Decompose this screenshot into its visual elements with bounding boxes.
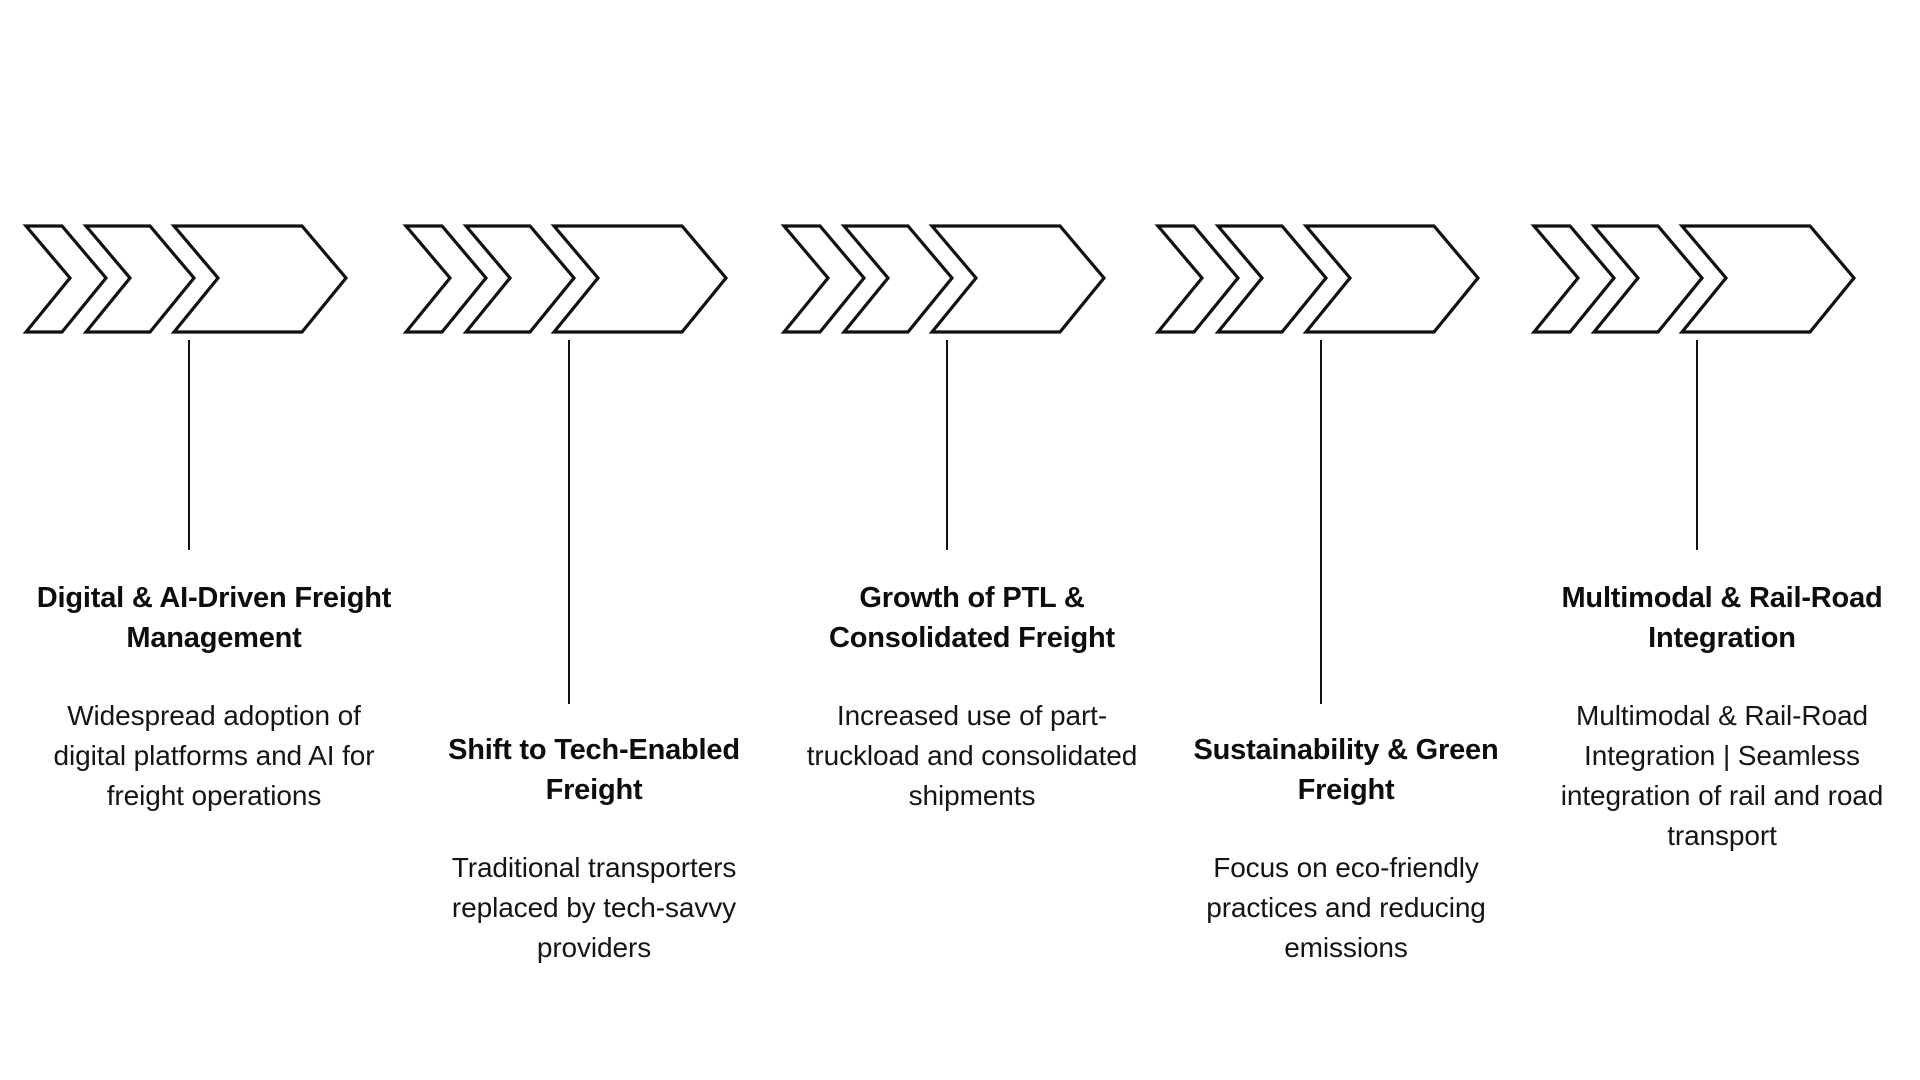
spacer [786, 658, 1158, 696]
chevron-group-2 [402, 224, 784, 334]
stage-3: Growth of PTL & Consolidated Freight Inc… [780, 0, 1162, 1080]
triple-chevron-right-icon [780, 224, 1107, 334]
stage-description: Widespread adoption of digital platforms… [53, 700, 375, 811]
triple-chevron-right-icon [402, 224, 729, 334]
triple-chevron-right-icon [22, 224, 349, 334]
text-block-5: Multimodal & Rail-Road Integration Multi… [1532, 578, 1912, 856]
stage-title: Multimodal & Rail-Road Integration [1561, 582, 1883, 654]
stage-title: Digital & AI-Driven Freight Management [36, 582, 392, 654]
spacer [1536, 658, 1908, 696]
chevron-group-1 [22, 224, 404, 334]
stage-description: Multimodal & Rail-Road Integration | Sea… [1560, 700, 1884, 851]
spacer [28, 658, 400, 696]
connector-line-2 [568, 340, 570, 704]
stage-title: Shift to Tech-Enabled Freight [448, 734, 740, 806]
stage-4: Sustainability & Green Freight Focus on … [1154, 0, 1536, 1080]
stage-2: Shift to Tech-Enabled Freight Traditiona… [402, 0, 784, 1080]
connector-line-1 [188, 340, 190, 550]
text-block-2: Shift to Tech-Enabled Freight Traditiona… [404, 730, 784, 968]
chevron-group-5 [1530, 224, 1912, 334]
text-block-3: Growth of PTL & Consolidated Freight Inc… [782, 578, 1162, 816]
stage-description: Increased use of part-truckload and cons… [806, 700, 1138, 811]
chevron-group-4 [1154, 224, 1536, 334]
connector-line-3 [946, 340, 948, 550]
text-block-1: Digital & AI-Driven Freight Management W… [24, 578, 404, 816]
stage-description: Traditional transporters replaced by tec… [451, 852, 737, 963]
text-block-4: Sustainability & Green Freight Focus on … [1156, 730, 1536, 968]
triple-chevron-right-icon [1530, 224, 1857, 334]
stage-description: Focus on eco-friendly practices and redu… [1206, 852, 1486, 963]
spacer [1160, 810, 1532, 848]
connector-line-4 [1320, 340, 1322, 704]
spacer [408, 810, 780, 848]
stage-title: Growth of PTL & Consolidated Freight [828, 582, 1115, 654]
stage-5: Multimodal & Rail-Road Integration Multi… [1530, 0, 1912, 1080]
stage-title: Sustainability & Green Freight [1193, 734, 1499, 806]
connector-line-5 [1696, 340, 1698, 550]
chevron-group-3 [780, 224, 1162, 334]
triple-chevron-right-icon [1154, 224, 1481, 334]
stage-1: Digital & AI-Driven Freight Management W… [22, 0, 404, 1080]
